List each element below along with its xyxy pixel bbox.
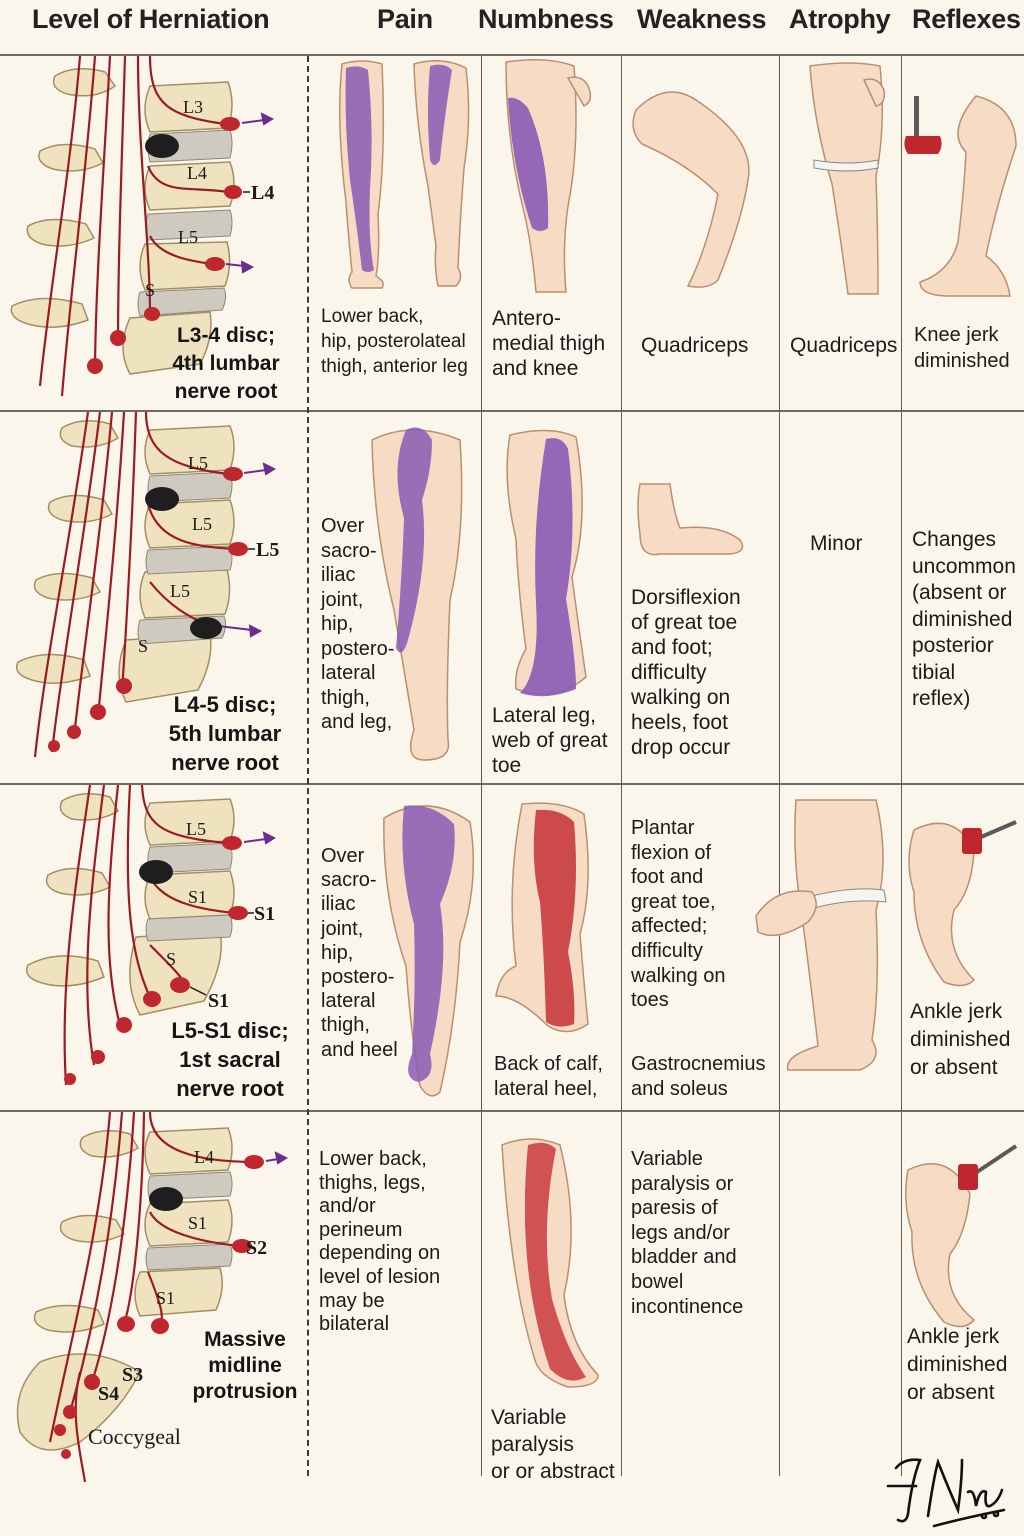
row-divider (0, 1110, 1024, 1112)
dashed-divider (307, 56, 309, 1476)
header-divider (0, 54, 1024, 56)
nerve-label: S1 (208, 990, 229, 1012)
nerve-label: S3 (122, 1364, 143, 1386)
atrophy-text: Minor (810, 532, 863, 555)
header-numbness: Numbness (478, 4, 614, 34)
vertebra-label: S (138, 636, 148, 656)
weakness-text: Quadriceps (641, 334, 749, 357)
vertebra-label: L5 (186, 819, 206, 839)
vertebra-label: L5 (178, 227, 198, 247)
reflex-illustration (905, 1144, 1018, 1328)
vertebra-label: S1 (156, 1288, 175, 1308)
pain-illustration (371, 427, 463, 761)
weakness-illustration (637, 483, 744, 556)
vertebra-label: S1 (188, 1213, 207, 1233)
pain-illustration (383, 805, 475, 1097)
nerve-label: S2 (246, 1237, 267, 1259)
vertebra-label: L4 (187, 163, 207, 183)
column-divider (621, 56, 622, 1476)
spine-illustration: L3 L4 L5 S L4 (10, 55, 274, 397)
row-divider (0, 410, 1024, 412)
atrophy-text: Quadriceps (790, 334, 898, 357)
header-weakness: Weakness (637, 4, 767, 34)
nerve-label: S1 (254, 903, 275, 925)
reflex-hammer-icon (904, 96, 942, 154)
reflex-hammer-icon (958, 1144, 1018, 1190)
vertebra-label: L4 (194, 1147, 214, 1167)
numbness-illustration (501, 1138, 599, 1388)
herniated-disc (145, 134, 179, 158)
herniated-disc (149, 1187, 183, 1211)
spine-illustration: L5 S1 S S1 S1 (25, 784, 277, 1086)
nerve-label: S4 (98, 1383, 119, 1405)
nerve-label: L4 (251, 182, 274, 204)
spine-illustration: L5 L5 L5 S L5 (15, 411, 279, 758)
signature (886, 1457, 1006, 1528)
column-divider (901, 56, 902, 1476)
column-divider (779, 56, 780, 1476)
numbness-text: Back of calf,lateral heel, (494, 1053, 603, 1100)
column-divider (481, 56, 482, 1476)
herniated-disc (139, 860, 173, 884)
vertebra-label: L5 (170, 581, 190, 601)
herniated-disc (145, 487, 179, 511)
vertebra-label: S (166, 949, 176, 969)
vertebra-label: L5 (192, 514, 212, 534)
numbness-illustration (506, 429, 587, 697)
spine-illustration: L4 S1 S1 S2 S3 S4 Coccygeal (16, 1111, 289, 1483)
reflex-hammer-icon (962, 820, 1017, 854)
pain-illustration (339, 60, 470, 289)
vertebra-label: L3 (183, 97, 203, 117)
header-pain: Pain (377, 4, 433, 34)
nerve-label: L5 (256, 539, 279, 561)
vertebra-label: S1 (188, 887, 207, 907)
header-level: Level of Herniation (32, 4, 270, 34)
atrophy-illustration (809, 62, 886, 295)
reflex-illustration (908, 820, 1017, 987)
herniated-disc (190, 617, 222, 639)
header-reflexes: Reflexes (912, 4, 1021, 34)
header-atrophy: Atrophy (789, 4, 891, 34)
atrophy-illustration (755, 799, 887, 1071)
coccygeal-label: Coccygeal (88, 1424, 181, 1449)
numbness-illustration (505, 59, 592, 293)
weakness-illustration (632, 91, 750, 288)
vertebra-label: L5 (188, 453, 208, 473)
numbness-illustration (495, 802, 589, 1033)
row-divider (0, 783, 1024, 785)
reflex-illustration (904, 95, 1017, 297)
vertebra-label: S (145, 280, 155, 300)
